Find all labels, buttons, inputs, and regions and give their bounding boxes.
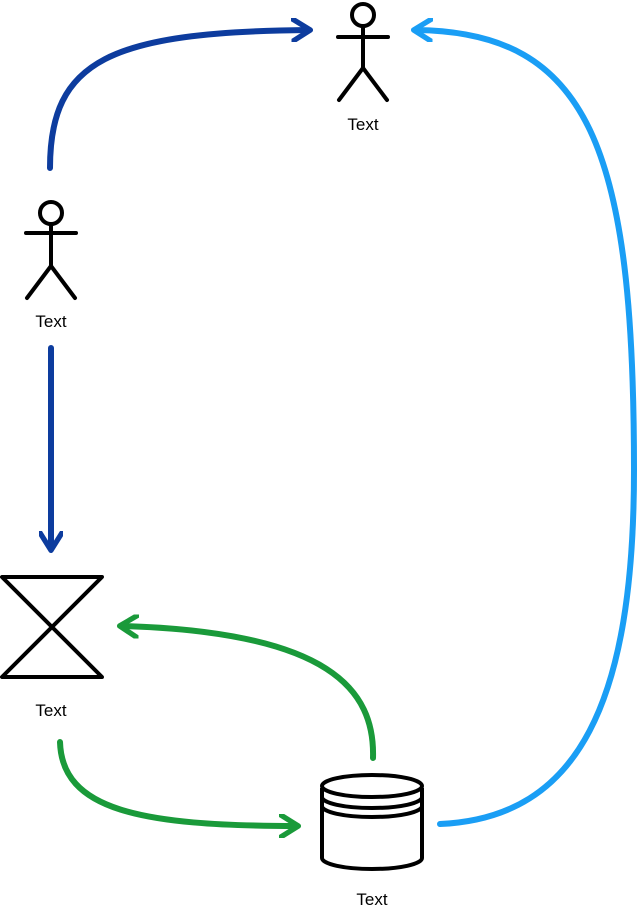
actor-left-node[interactable]: Text bbox=[24, 200, 78, 331]
database-node[interactable]: Text bbox=[320, 773, 424, 909]
actor-top-label: Text bbox=[347, 115, 378, 134]
edge-database-to-collate[interactable] bbox=[122, 626, 377, 761]
database-cylinder-icon bbox=[320, 773, 424, 871]
actor-icon bbox=[336, 2, 390, 102]
edge-collate-to-database[interactable] bbox=[57, 739, 296, 826]
actor-icon bbox=[24, 200, 78, 300]
hourglass-collate-icon bbox=[0, 575, 104, 679]
actor-top-node[interactable]: Text bbox=[336, 2, 390, 134]
actor-left-label: Text bbox=[35, 312, 66, 331]
edge-actor-left-to-actor-top[interactable] bbox=[47, 30, 308, 171]
collate-node[interactable]: Text bbox=[0, 575, 104, 720]
collate-label: Text bbox=[35, 701, 66, 720]
database-label: Text bbox=[356, 890, 387, 909]
edge-database-to-actor-top[interactable] bbox=[416, 30, 637, 827]
